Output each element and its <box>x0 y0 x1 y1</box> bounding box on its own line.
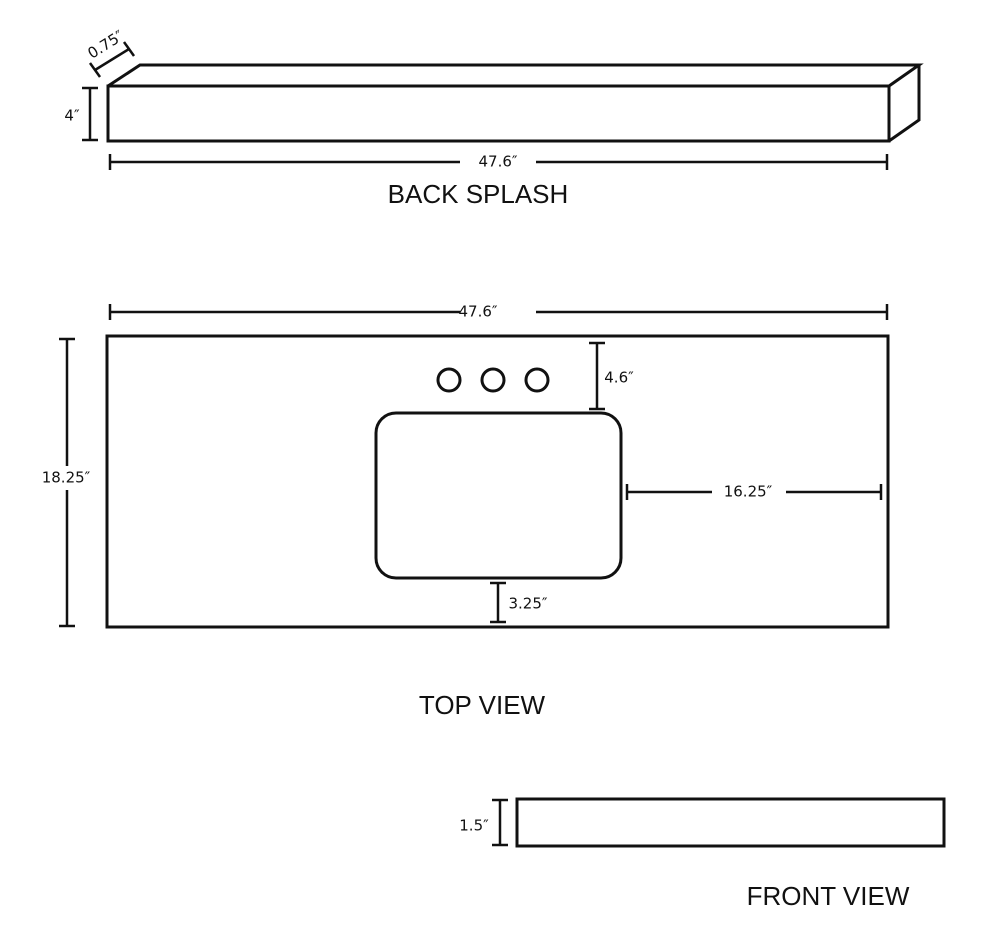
back-splash-title: BACK SPLASH <box>388 179 569 209</box>
front-view-title: FRONT VIEW <box>747 881 910 911</box>
faucet-hole-left <box>436 367 462 393</box>
front-view-drawing: 1.5″ FRONT VIEW <box>459 797 946 911</box>
thickness-dimension: 1.5″ <box>459 798 508 847</box>
depth-label: 0.75″ <box>84 26 127 62</box>
sink-bowl-outline <box>374 411 623 580</box>
thickness-label: 1.5″ <box>459 817 489 835</box>
top-length-dimension: 47.6″ <box>108 302 889 322</box>
top-length-label: 47.6″ <box>458 303 497 321</box>
faucet-hole-center <box>480 367 506 393</box>
length-dimension: 47.6″ <box>108 152 889 172</box>
sink-to-side-label: 16.25″ <box>724 483 773 501</box>
faucet-to-back-label: 4.6″ <box>604 369 634 387</box>
front-view-outline <box>515 797 946 848</box>
back-splash-side-face <box>888 65 921 143</box>
back-splash-drawing: 0.75″ 4″ 47.6″ BACK SPLASH <box>64 26 924 209</box>
sink-to-front-dimension: 3.25″ <box>490 581 548 624</box>
width-label: 18.25″ <box>42 469 91 487</box>
faucet-to-back-dimension: 4.6″ <box>589 341 634 411</box>
countertop-outline <box>105 334 890 629</box>
height-label: 4″ <box>64 107 80 125</box>
sink-to-front-label: 3.25″ <box>508 595 547 613</box>
depth-dimension: 0.75″ <box>84 26 136 78</box>
back-splash-top-face <box>107 63 924 88</box>
top-view-drawing: 47.6″ 18.25″ 4.6″ 16.25″ <box>30 302 890 720</box>
length-label: 47.6″ <box>478 153 517 171</box>
height-dimension: 4″ <box>64 86 98 142</box>
back-splash-front-face <box>106 84 891 143</box>
faucet-hole-right <box>524 367 550 393</box>
top-view-title: TOP VIEW <box>419 690 546 720</box>
width-dimension: 18.25″ <box>30 337 104 628</box>
sink-to-side-dimension: 16.25″ <box>625 482 883 502</box>
